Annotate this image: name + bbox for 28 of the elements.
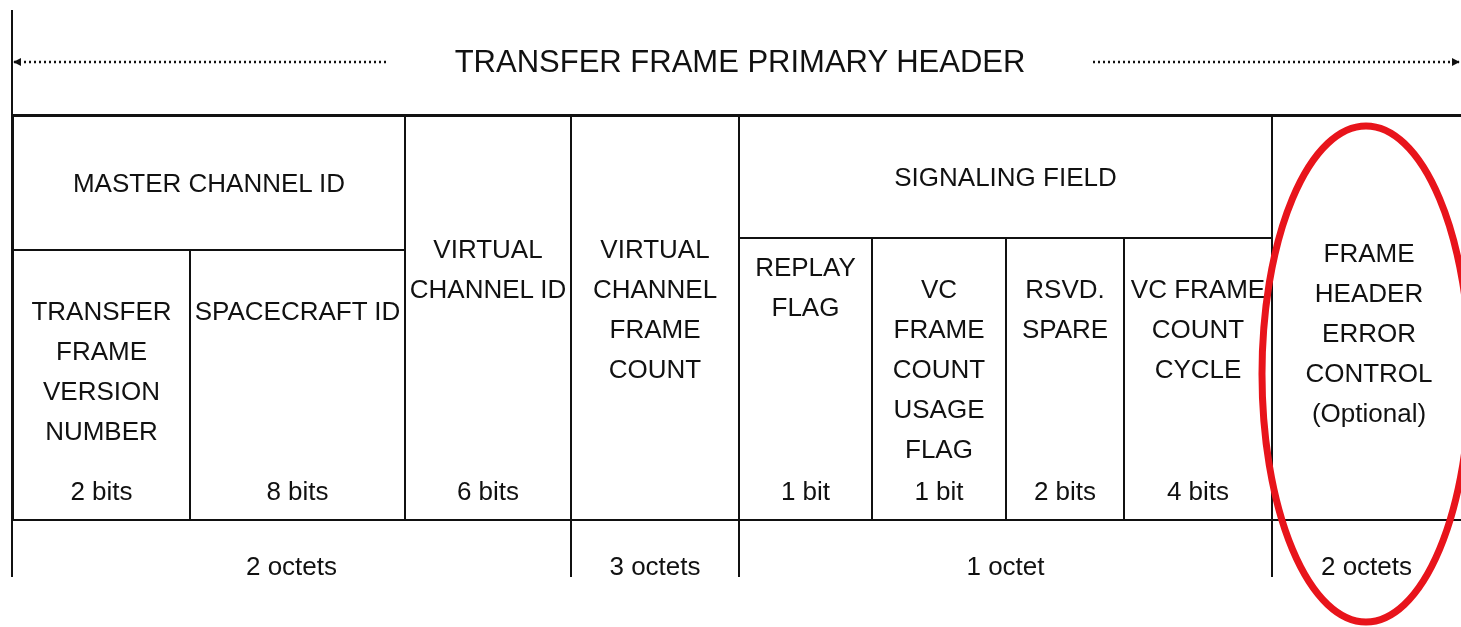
field-name: VIRTUAL CHANNEL ID — [408, 233, 568, 306]
field-name: RSVD. SPARE — [1020, 273, 1110, 346]
header-title: TRANSFER FRAME PRIMARY HEADER — [453, 43, 1027, 81]
field-name: SIGNALING FIELD — [893, 161, 1118, 194]
field-cell — [12, 249, 191, 521]
octet-count: 2 octets — [1319, 550, 1414, 582]
field-cell — [1271, 115, 1461, 521]
field-name: TRANSFER FRAME VERSION NUMBER — [30, 295, 173, 448]
field-cell — [404, 115, 572, 521]
bit-width: 2 bits — [1032, 475, 1098, 507]
octet-count: 2 octets — [244, 550, 339, 582]
bit-width: 8 bits — [265, 475, 330, 507]
field-name: VC FRAME COUNT CYCLE — [1129, 273, 1267, 386]
field-name: VIRTUAL CHANNEL FRAME COUNT — [591, 233, 719, 386]
field-name: SPACECRAFT ID — [193, 295, 402, 328]
bit-width: 2 bits — [69, 475, 134, 507]
field-cell — [12, 115, 406, 251]
octet-count: 3 octets — [608, 550, 702, 582]
field-name: REPLAY FLAG — [754, 251, 857, 324]
bit-width: 1 bit — [779, 475, 832, 507]
bit-width: 4 bits — [1165, 475, 1231, 507]
field-name: MASTER CHANNEL ID — [71, 167, 347, 200]
octet-count: 1 octet — [965, 550, 1046, 582]
bit-width: 1 bit — [913, 475, 965, 507]
field-cell — [570, 115, 740, 521]
bit-width: 6 bits — [455, 475, 521, 507]
field-name: VC FRAME COUNT USAGE FLAG — [891, 273, 987, 466]
field-name: FRAME HEADER ERROR CONTROL (Optional) — [1304, 237, 1434, 430]
